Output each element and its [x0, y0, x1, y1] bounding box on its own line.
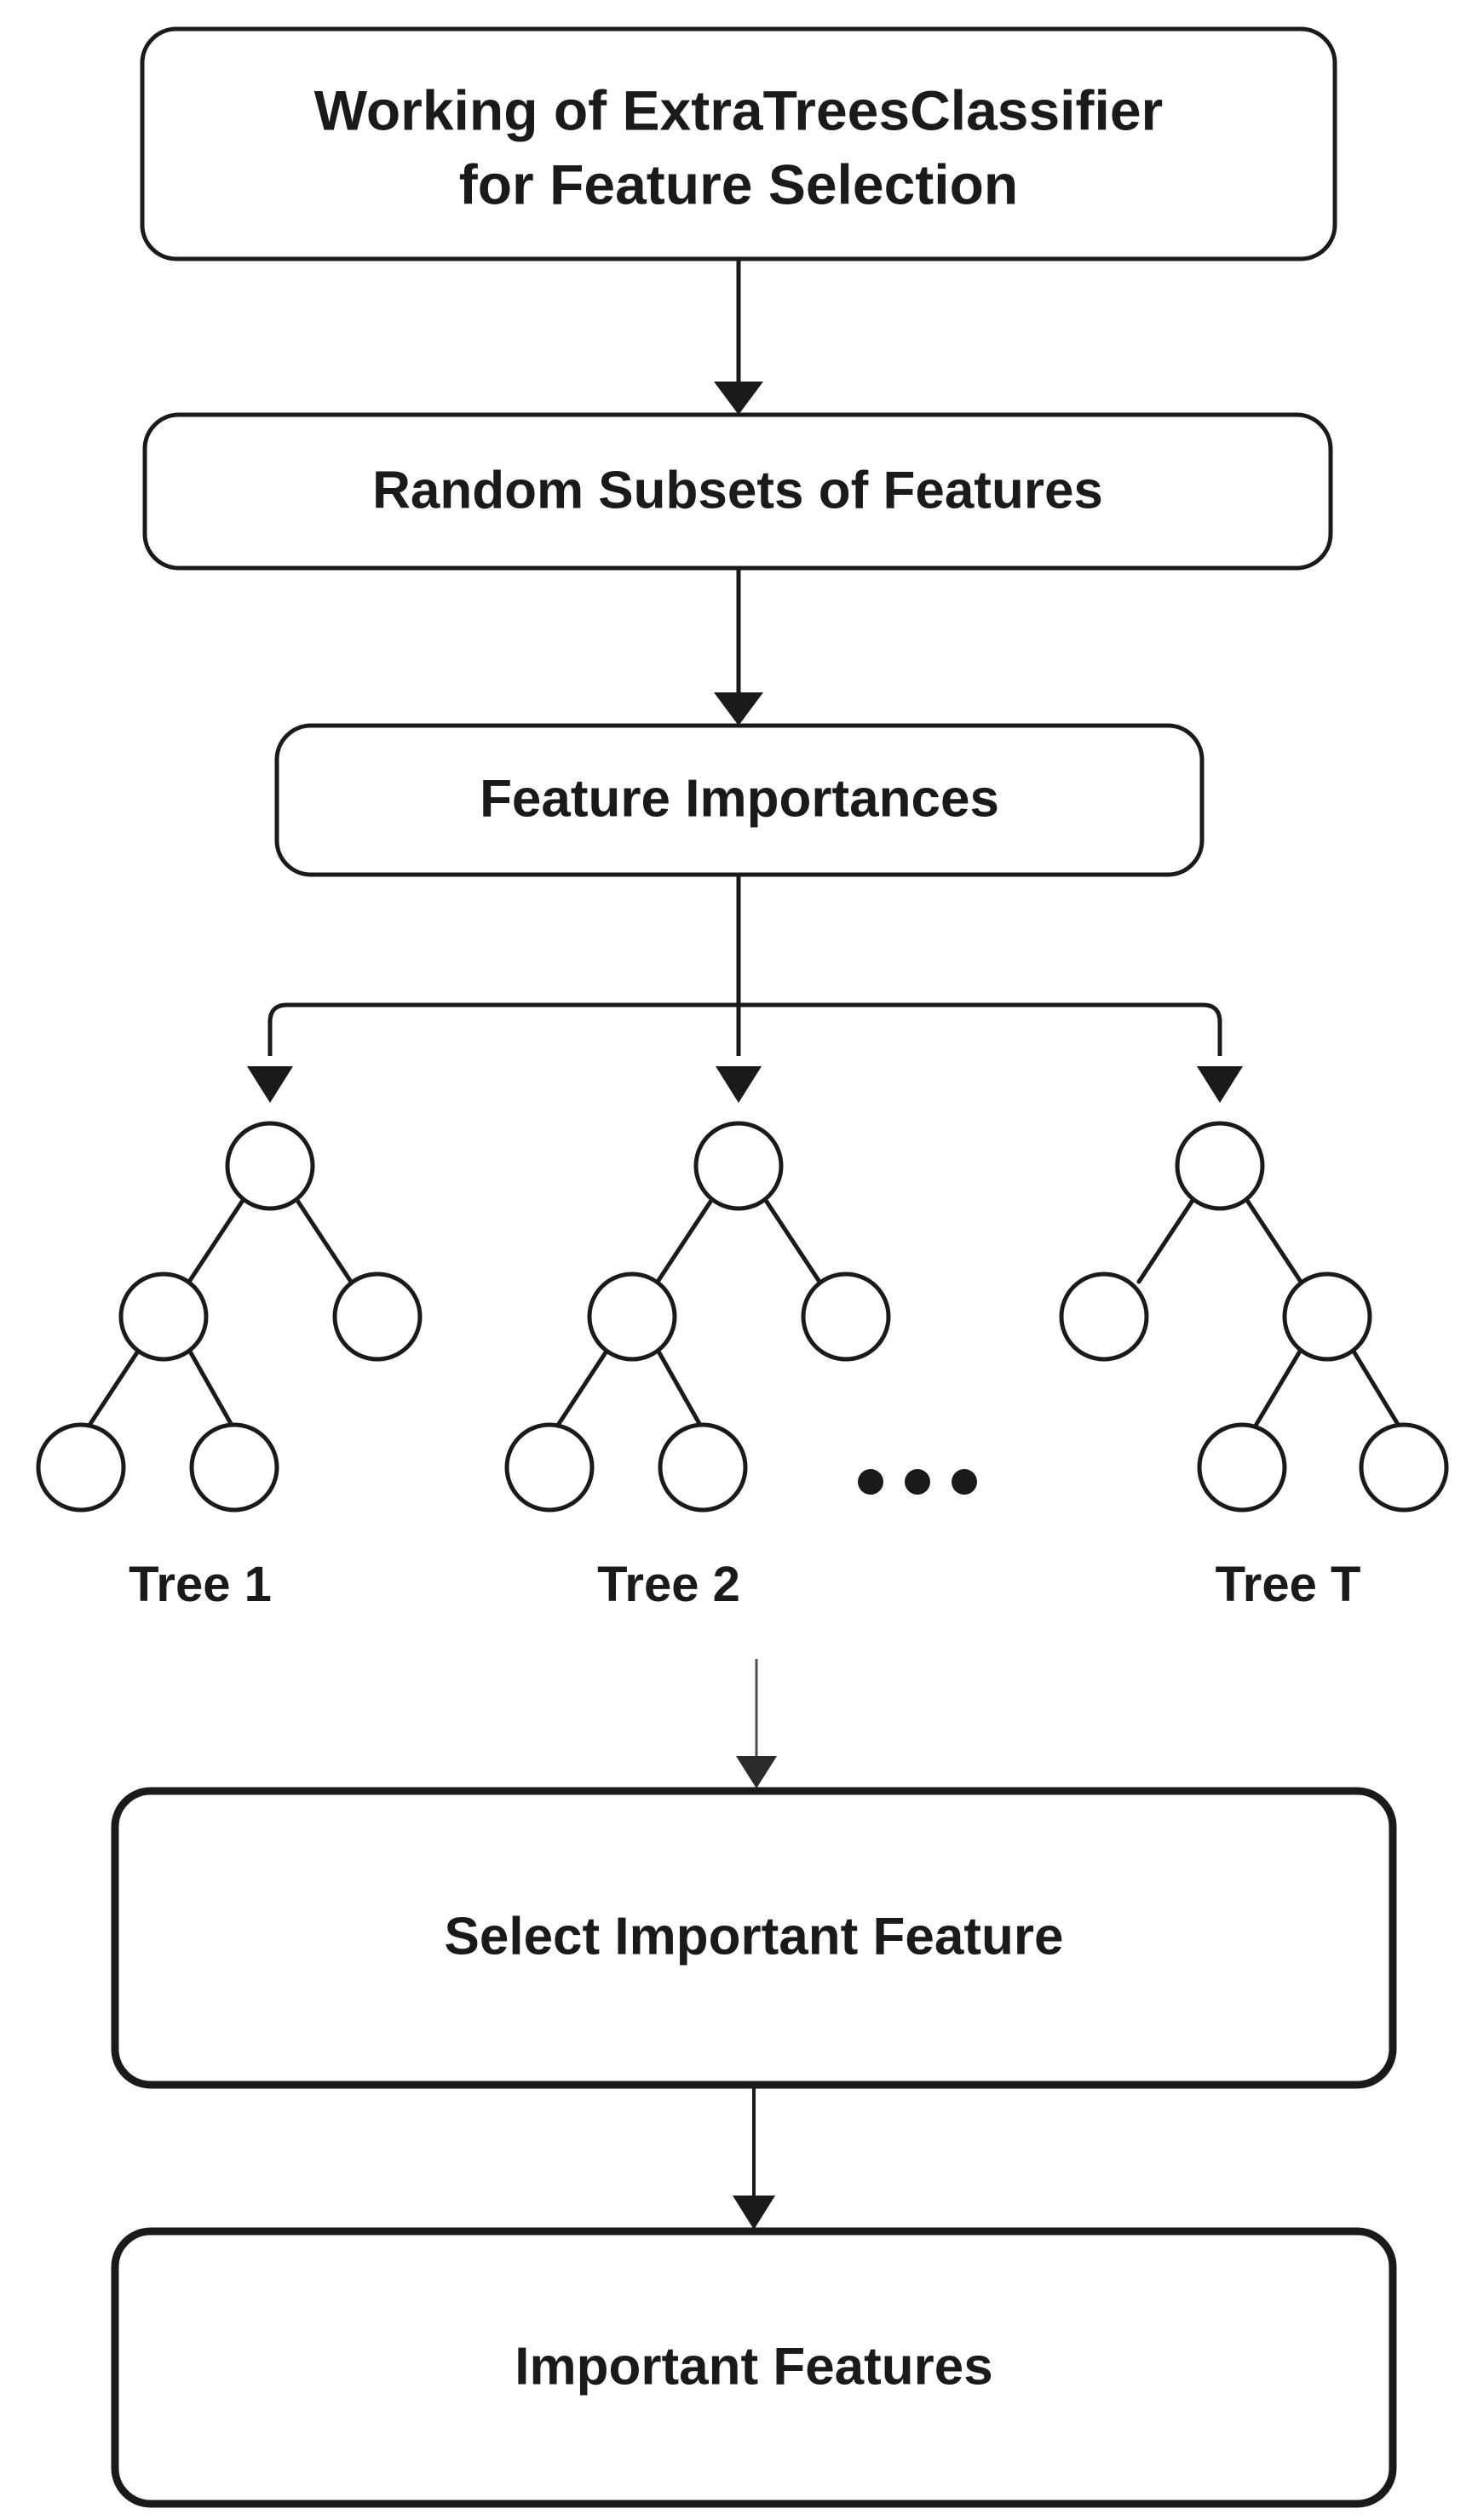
arrow-down-icon [733, 2196, 775, 2230]
tree-node [1282, 1271, 1372, 1362]
title-box-line2: for Feature Selection [459, 152, 1019, 215]
feature-importances-box[interactable]: Feature Importances [274, 723, 1205, 877]
title-box[interactable]: Working of ExtraTreesClassifier for Feat… [140, 26, 1337, 261]
tree-node [118, 1271, 209, 1362]
arrow-down-icon [1197, 1066, 1243, 1103]
tree-node [587, 1271, 677, 1362]
random-subsets-box[interactable]: Random Subsets of Features [142, 412, 1333, 571]
tree-node [189, 1422, 279, 1513]
feature-importances-label: Feature Importances [480, 769, 999, 828]
select-important-feature-box[interactable]: Select Important Feature [111, 1787, 1397, 2089]
title-box-shape [140, 26, 1337, 261]
arrow-down-icon [714, 692, 763, 726]
random-subsets-label: Random Subsets of Features [372, 461, 1103, 519]
connector-random-subsets-to-feature-importances [714, 568, 763, 726]
tree-node [658, 1422, 748, 1513]
connector-fanout-to-trees [247, 875, 1243, 1103]
tree-t-graphic [1059, 1121, 1449, 1513]
connector-select-to-important-features [733, 2085, 775, 2230]
important-features-label: Important Features [515, 2337, 993, 2396]
title-box-line1: Working of ExtraTreesClassifier [314, 78, 1163, 141]
tree-node [225, 1121, 315, 1211]
tree-node [36, 1422, 126, 1513]
tree-2-label: Tree 2 [597, 1557, 740, 1612]
arrow-down-icon [247, 1066, 293, 1103]
tree-2-graphic [504, 1121, 891, 1513]
important-features-box-shape [111, 2227, 1397, 2508]
tree-node [693, 1121, 784, 1211]
arrow-down-icon [716, 1066, 762, 1103]
select-important-feature-label: Select Important Feature [445, 1907, 1064, 1966]
tree-node [801, 1271, 891, 1362]
ellipsis-dots [858, 1469, 977, 1495]
tree-node [332, 1271, 423, 1362]
tree-1-graphic [36, 1121, 423, 1513]
connector-title-to-random-subsets [714, 259, 763, 415]
arrow-down-icon [736, 1756, 777, 1788]
arrow-down-icon [714, 382, 763, 415]
tree-1-label: Tree 1 [129, 1557, 272, 1612]
tree-t-label: Tree T [1216, 1557, 1361, 1612]
tree-node [504, 1422, 595, 1513]
tree-node [1175, 1121, 1265, 1211]
important-features-box[interactable]: Important Features [111, 2227, 1397, 2508]
connector-trees-to-select-feature [736, 1659, 777, 1788]
tree-node [1059, 1271, 1149, 1362]
tree-node [1197, 1422, 1287, 1513]
tree-node [1359, 1422, 1449, 1513]
